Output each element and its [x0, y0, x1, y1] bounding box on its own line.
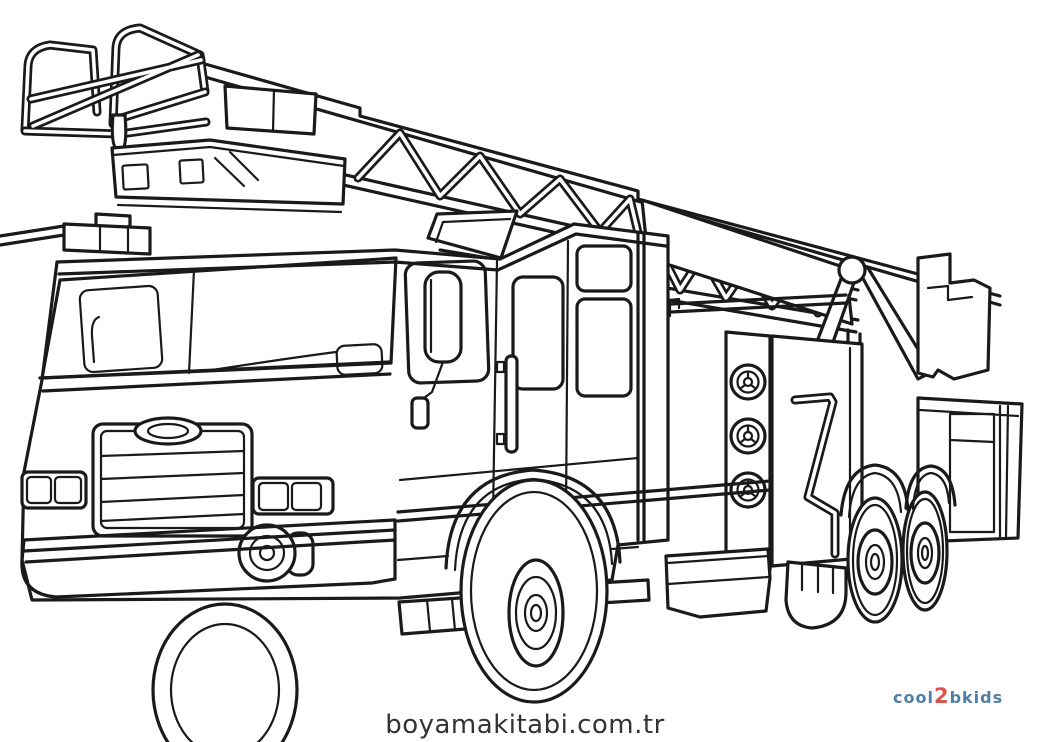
crew-window-upper — [575, 244, 633, 293]
rear-axle — [784, 463, 957, 630]
intake-port — [729, 417, 767, 455]
light-bar — [62, 212, 152, 256]
basket-console — [223, 84, 318, 136]
headlight-right — [251, 476, 335, 516]
rub-rail — [396, 479, 772, 523]
wheel-arch — [444, 468, 622, 570]
basket-platform — [110, 138, 347, 214]
siren-bell — [237, 523, 315, 583]
wiper — [90, 315, 101, 364]
watermark-part-cool: cool — [893, 688, 934, 707]
mud-flap — [784, 560, 848, 630]
side-window — [403, 259, 491, 385]
wheel-rear-1 — [846, 496, 904, 624]
crew-window-lower — [575, 297, 633, 398]
wheel-front-left — [151, 602, 299, 742]
publisher-watermark: cool2bkids — [893, 684, 1003, 708]
emblem — [133, 416, 203, 446]
rescue-basket — [20, 23, 347, 214]
rail-handle — [668, 297, 681, 318]
quarter-window — [78, 284, 164, 374]
wheel-rear-2 — [901, 490, 949, 612]
ladder-tip-rails — [0, 224, 66, 247]
site-url-text: boyamakitabi.com.tr — [385, 710, 665, 740]
pump-panel — [724, 330, 772, 572]
dashboard-line — [210, 350, 338, 372]
rear-compartment — [916, 396, 1024, 544]
headlight-left — [20, 470, 88, 510]
wheel-front-right — [444, 468, 622, 704]
grab-rail — [495, 354, 519, 454]
equipment-compartment — [770, 334, 864, 568]
cab-door-window — [511, 275, 565, 391]
cab — [20, 209, 772, 602]
side-mirror — [410, 270, 463, 430]
intake-port — [729, 363, 767, 401]
support-bracket — [916, 252, 992, 381]
watermark-part-2: 2 — [933, 684, 950, 708]
front-bumper — [20, 518, 397, 599]
rear-fenders — [839, 463, 957, 519]
step-box — [664, 547, 772, 619]
watermark-part-bkids: bkids — [949, 688, 1004, 707]
